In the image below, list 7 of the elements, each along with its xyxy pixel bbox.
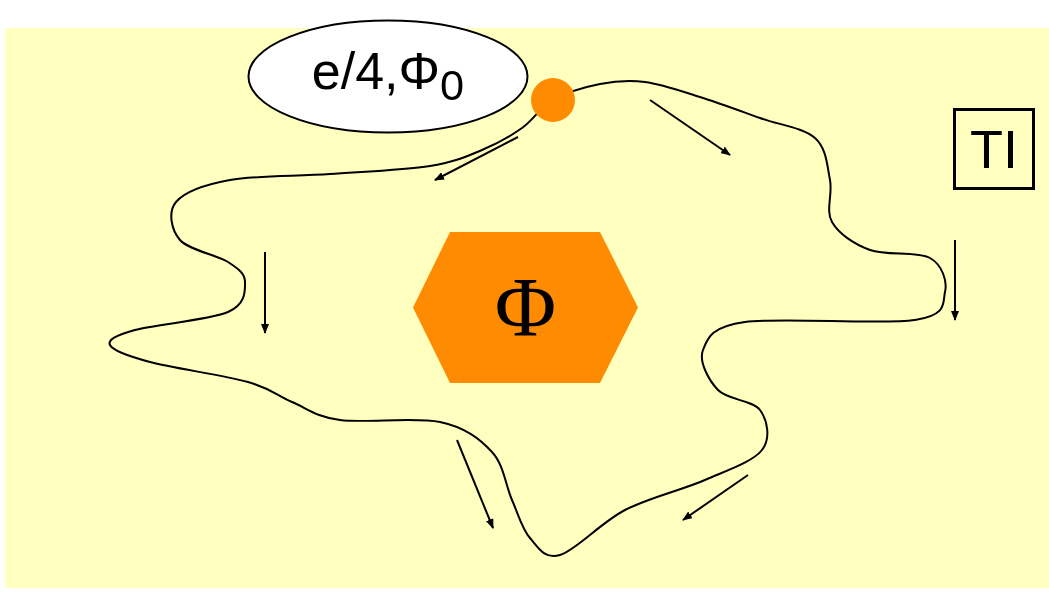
material-label: TI [970,122,1018,176]
flux-symbol: Φ [494,265,557,350]
flux-hexagon [413,232,638,383]
label-box [953,108,1035,190]
charge-label: e/4,Φ$_{0}$ [311,45,465,108]
charge-ellipse [247,19,529,134]
quasiparticle-dot [531,78,575,122]
